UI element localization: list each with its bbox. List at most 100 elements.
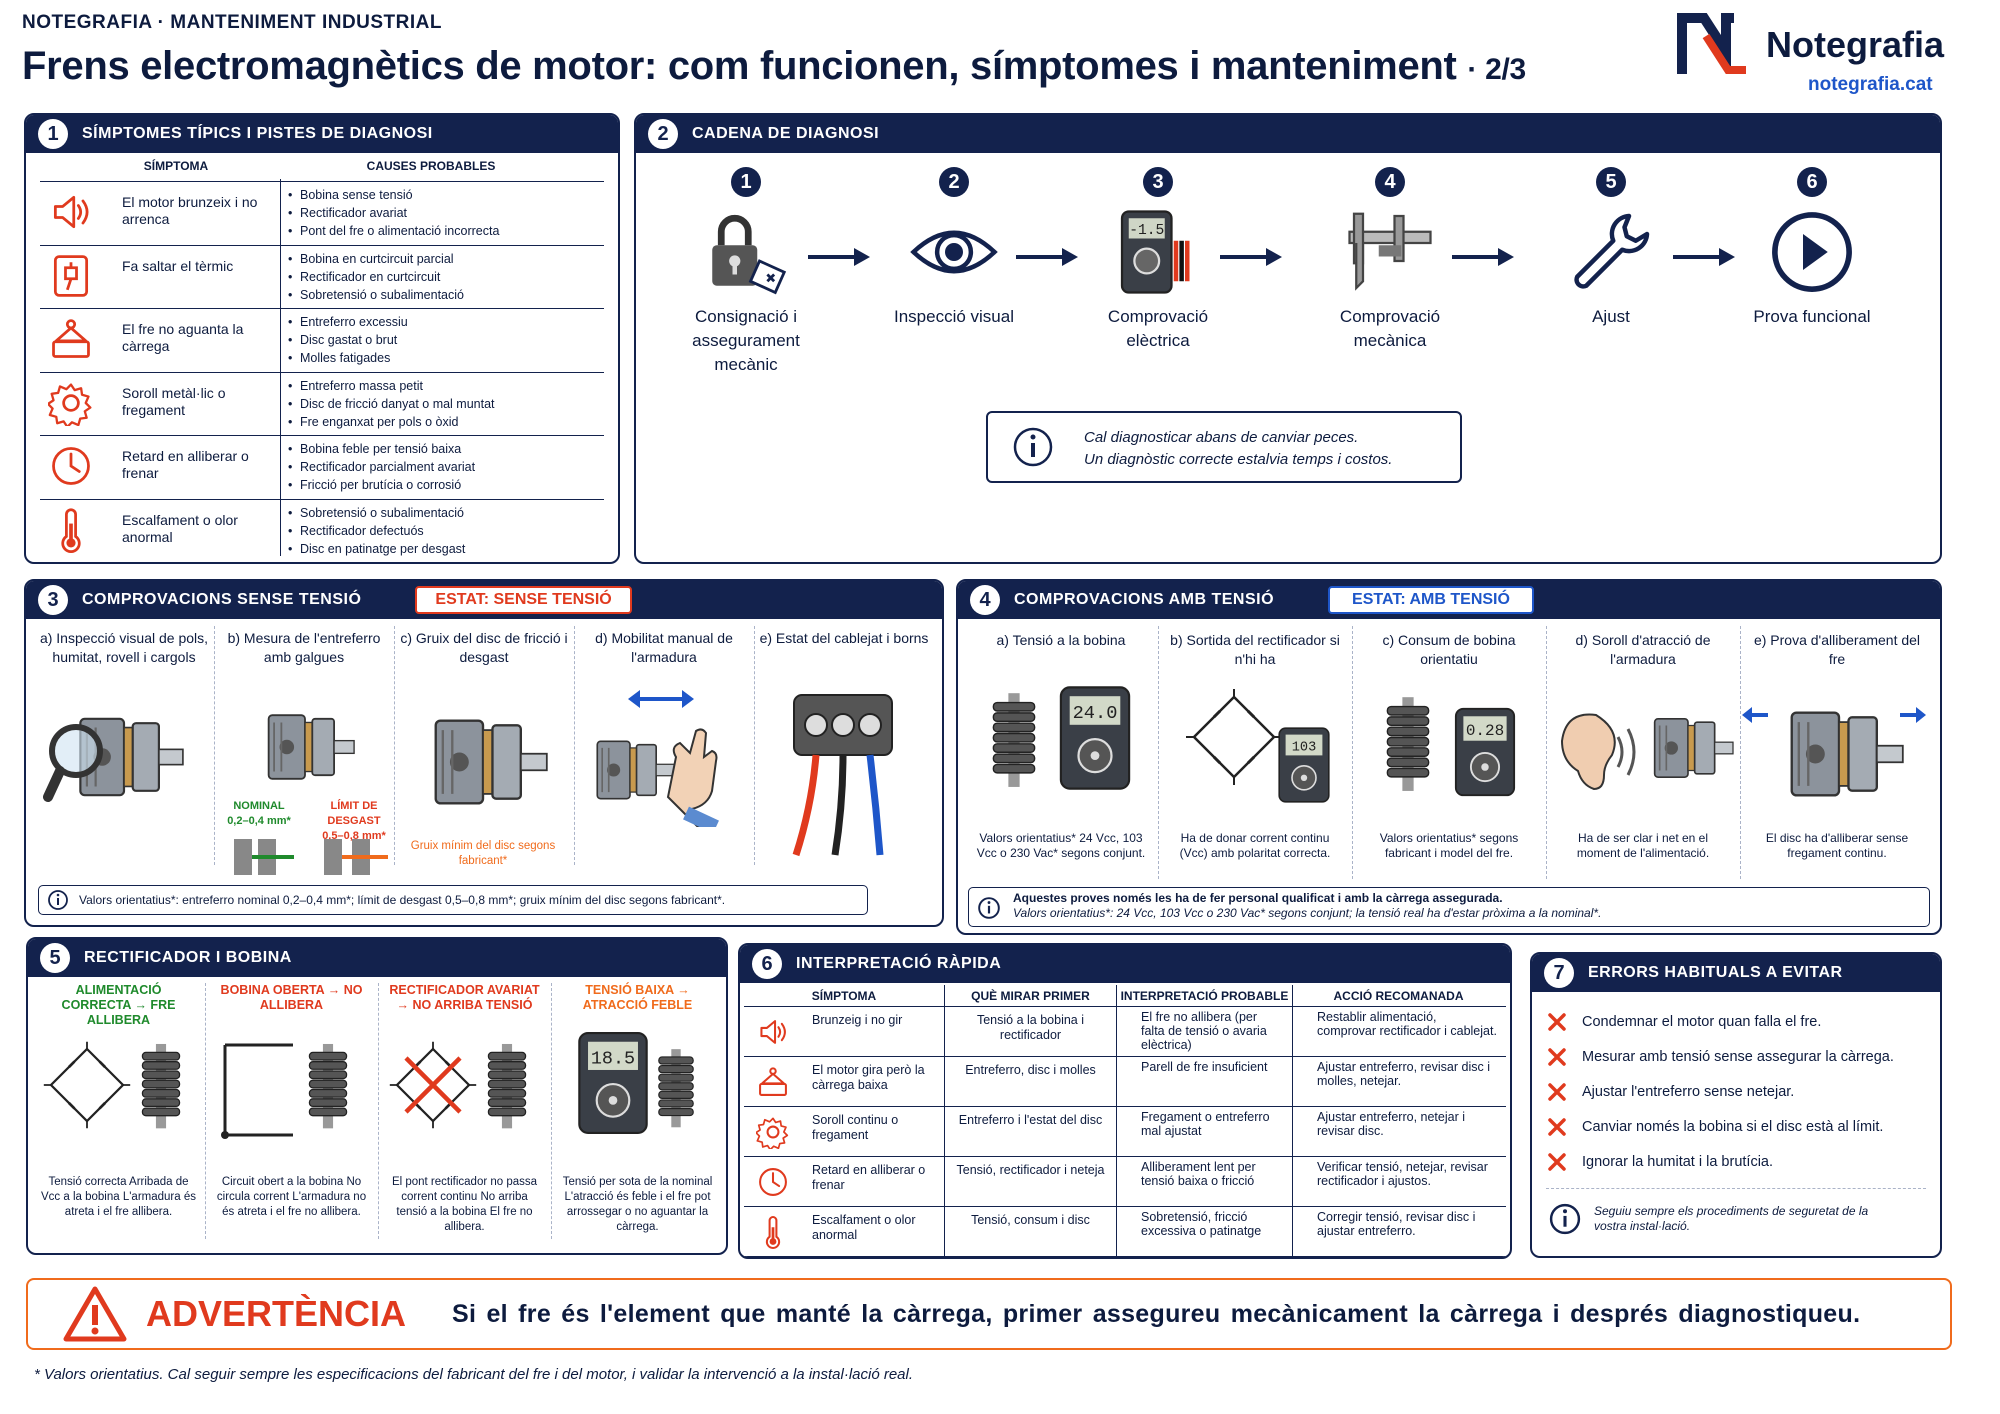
section-diagnostic-chain: 2 CADENA DE DIAGNOSI 1 Consignació i ass… (634, 113, 1942, 564)
symptom-text: Escalfament o olor anormal (122, 511, 238, 545)
multimeter-icon: 24.0 (1059, 686, 1131, 790)
diagnosis-step: 6 Prova funcional (1722, 167, 1902, 397)
symptom-row: Escalfament o olor anormal Sobretensió o… (26, 498, 618, 563)
step-label: Consignació i assegurament mecànic (692, 307, 800, 374)
x-mark-icon (1548, 1152, 1566, 1171)
step-label: Comprovació mecànica (1339, 307, 1441, 350)
check-item-no-voltage: b) Mesura de l'entreferro amb galgues NO… (214, 627, 394, 877)
row-symptom: El motor gira però la càrrega baixa (812, 1063, 925, 1092)
step-number: 1 (731, 167, 761, 197)
magnifier-icon (43, 724, 103, 802)
error-text: Canviar només la bobina si el disc està … (1582, 1118, 1884, 1135)
row-action: Corregir tensió, revisar disc i ajustar … (1292, 1207, 1504, 1256)
symptom-text: Retard en alliberar o frenar (122, 448, 249, 481)
section-5-title: RECTIFICADOR I BOBINA (84, 949, 292, 966)
case-heading: TENSIÓ BAIXA → ATRACCIÓ FEBLE (582, 983, 693, 1012)
s4-note-bold: Aquestes proves només les ha de fer pers… (1013, 891, 1503, 905)
causes-list: Sobretensió o subalimentacióRectificador… (288, 504, 608, 558)
speaker-icon (53, 195, 89, 229)
error-text: Mesurar amb tensió sense assegurar la cà… (1582, 1048, 1894, 1065)
x-mark-icon (1548, 1012, 1566, 1031)
s4-footer-note: Aquestes proves només les ha de fer pers… (968, 887, 1930, 927)
cause-item: Bobina sense tensió (288, 186, 608, 204)
diagnosis-step: 4 Comprovació mecànica (1300, 167, 1480, 397)
cause-item: Bobina en curtcircuit parcial (288, 250, 608, 268)
cause-item: Entreferro excessiu (288, 313, 608, 331)
coil-icon (992, 693, 1036, 787)
section-2-title: CADENA DE DIAGNOSI (692, 125, 880, 142)
check-item-with-voltage: e) Prova d'alliberament del fre El disc … (1740, 625, 1934, 887)
arrow-left-icon (1900, 707, 1926, 723)
info-icon (48, 890, 68, 910)
terminal-block-icon (792, 694, 893, 857)
eye-icon (910, 230, 998, 274)
arrow-right-icon (1216, 245, 1286, 274)
section-4-number: 4 (970, 585, 1000, 615)
error-text: Condemnar el motor quan falla el fre. (1582, 1013, 1822, 1030)
coil-icon (308, 1043, 348, 1129)
cause-item: Rectificador defectuós (288, 522, 608, 540)
causes-list: Entreferro massa petitDisc de fricció da… (288, 377, 608, 431)
row-check-first: Tensió, consum i disc (944, 1207, 1116, 1256)
case-heading: BOBINA OBERTA → NO ALLIBERA (220, 983, 363, 1012)
causes-list: Bobina sense tensióRectificador avariatP… (288, 186, 608, 240)
step-label: Ajust (1592, 307, 1630, 326)
section-1-number: 1 (38, 119, 68, 149)
row-check-first: Tensió a la bobina i rectificador (944, 1007, 1116, 1056)
row-symptom: Brunzeig i no gir (812, 1013, 903, 1027)
symptom-text: El motor brunzeix i no arrenca (122, 194, 258, 227)
section-5-number: 5 (40, 943, 70, 973)
svg-text:103: 103 (1292, 741, 1316, 756)
cause-item: Sobretensió o subalimentació (288, 286, 608, 304)
check-item-no-voltage: a) Inspecció visual de pols, humitat, ro… (34, 627, 214, 877)
rectifier-bridge-icon (1186, 689, 1282, 785)
case-heading: ALIMENTACIÓ CORRECTA → FRE ALLIBERA (61, 983, 176, 1027)
step-label: Prova funcional (1753, 307, 1871, 326)
page-indicator: · 2/3 (1467, 53, 1526, 86)
open-circuit-icon (221, 1043, 293, 1139)
symptom-text: Soroll metàl·lic o fregament (122, 384, 226, 418)
error-text: Ignorar la humitat i la brutícia. (1582, 1153, 1774, 1170)
row-check-first: Entreferro, disc i molles (944, 1057, 1116, 1106)
s3-footer-note: Valors orientatius*: entreferro nominal … (38, 885, 868, 915)
cause-item: Pont del fre o alimentació incorrecta (288, 222, 608, 240)
check-item-no-voltage: d) Mobilitat manual de l'armadura (574, 627, 754, 877)
column-header: INTERPRETACIÓ PROBABLE (1116, 985, 1292, 1006)
info-icon (1549, 1203, 1581, 1235)
diagnosis-step: 3 -1.5 Comprovació elèctrica (1068, 167, 1248, 397)
symptom-row: Fa saltar el tèrmic Bobina en curtcircui… (26, 244, 618, 309)
error-item: Condemnar el motor quan falla el fre. (1548, 1004, 1930, 1039)
wrench-icon (1574, 213, 1650, 289)
footnote: * Valors orientatius. Cal seguir sempre … (34, 1366, 914, 1383)
armature-icon (596, 740, 675, 800)
gear-icon (46, 382, 92, 428)
info-icon (978, 897, 1000, 919)
thermometer-icon (61, 507, 81, 553)
page-title: Frens electromagnètics de motor: com fun… (22, 44, 1526, 89)
row-interpretation: El fre no allibera (per falta de tensió … (1116, 1007, 1292, 1056)
check-label: b) Sortida del rectificador si n'hi ha (1170, 632, 1340, 667)
brake-release-icon (1790, 711, 1904, 797)
section-6-number: 6 (752, 949, 782, 979)
logo-url[interactable]: notegrafia.cat (1808, 74, 1933, 95)
section-4-header: 4 COMPROVACIONS AMB TENSIÓ ESTAT: AMB TE… (958, 581, 1940, 619)
armature-icon (1653, 718, 1734, 778)
row-symptom: Escalfament o olor anormal (812, 1213, 916, 1242)
logo[interactable]: Notegrafia notegrafia.cat (1676, 10, 1986, 100)
brand-line: NOTEGRAFIA · MANTENIMENT INDUSTRIAL (22, 12, 442, 33)
multimeter-icon: -1.5 (1120, 210, 1190, 294)
step-number: 4 (1375, 167, 1405, 197)
svg-text:24.0: 24.0 (1073, 702, 1118, 724)
cause-item: Fricció per brutícia o corrosió (288, 476, 608, 494)
check-caption: Ha de donar corrent continu (Vcc) amb po… (1179, 831, 1331, 860)
row-action: Ajustar entreferro, netejar i revisar di… (1292, 1107, 1504, 1156)
logo-name: Notegrafia (1766, 24, 1945, 65)
check-label: a) Inspecció visual de pols, humitat, ro… (39, 630, 209, 665)
causes-list: Entreferro excessiuDisc gastat o brutMol… (288, 313, 608, 367)
symptom-row: Retard en alliberar o frenar Bobina febl… (26, 435, 618, 499)
section-7-number: 7 (1544, 958, 1574, 988)
warning-banner: ADVERTÈNCIA Si el fre és l'element que m… (26, 1278, 1952, 1350)
play-icon (1772, 212, 1852, 292)
thermometer-icon (765, 1216, 781, 1249)
arrow-right-icon (1448, 245, 1518, 274)
